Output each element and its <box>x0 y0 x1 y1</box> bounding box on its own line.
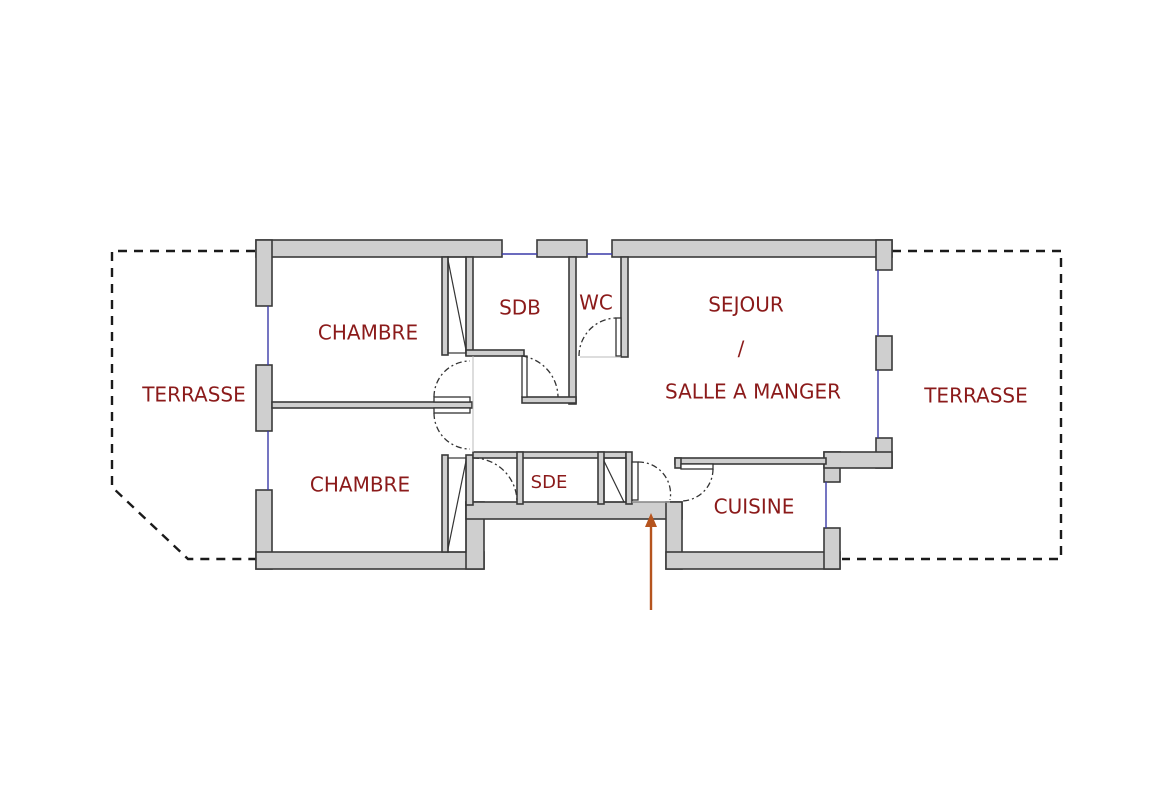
closets <box>447 256 627 553</box>
living-room-label-line3: SALLE A MANGER <box>665 380 841 404</box>
doors <box>433 317 714 503</box>
shower-room-label: SDE <box>531 472 568 493</box>
terrace-right-outline <box>842 249 1063 561</box>
living-room-label-separator: / <box>738 337 745 361</box>
wc-label: WC <box>579 291 613 315</box>
thin-lines <box>472 356 670 503</box>
terrace-left-label: TERRASSE <box>141 383 246 407</box>
bathroom-label: SDB <box>499 296 541 320</box>
living-room-label-line1: SEJOUR <box>708 293 784 317</box>
exterior-walls <box>255 239 893 570</box>
bedroom-top-label: CHAMBRE <box>318 321 418 345</box>
kitchen-label: CUISINE <box>714 495 795 519</box>
room-labels: TERRASSE CHAMBRE CHAMBRE SDB WC SEJOUR /… <box>141 291 1028 519</box>
terrace-right-label: TERRASSE <box>923 384 1028 408</box>
windows <box>267 253 879 528</box>
bedroom-bottom-label: CHAMBRE <box>310 473 410 497</box>
entrance-arrow-icon <box>645 513 657 610</box>
interior-walls <box>271 256 827 553</box>
